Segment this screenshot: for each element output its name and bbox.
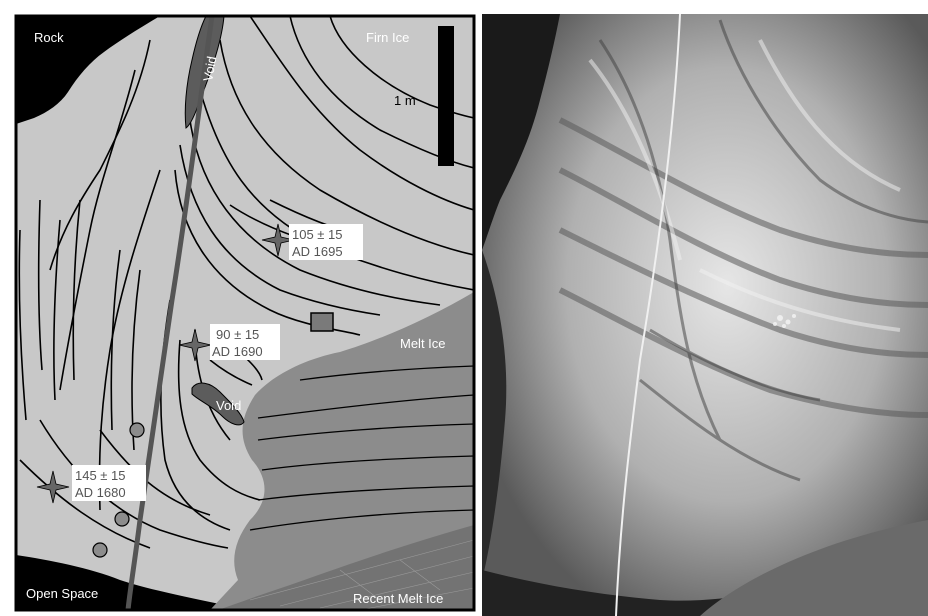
sample-age: 90 ± 15 <box>216 327 259 342</box>
sample-age: 105 ± 15 <box>292 227 343 242</box>
sample-circle <box>130 423 144 437</box>
sample-date: AD 1695 <box>292 244 343 259</box>
sample-circle <box>115 512 129 526</box>
sample-age: 145 ± 15 <box>75 468 126 483</box>
sample-site-square <box>311 313 333 331</box>
ice-cave-photo <box>482 14 928 616</box>
scale-bar <box>438 26 454 166</box>
melt-ice-label: Melt Ice <box>400 336 446 351</box>
scale-bar-label: 1 m <box>394 93 416 108</box>
sample-date: AD 1690 <box>212 344 263 359</box>
firn-ice-label: Firn Ice <box>366 30 409 45</box>
lower-void-label: Void <box>216 398 241 413</box>
recent-melt-ice-label: Recent Melt Ice <box>353 591 443 606</box>
sample-date: AD 1680 <box>75 485 126 500</box>
open-space-label: Open Space <box>26 586 98 601</box>
sample-circle <box>93 543 107 557</box>
rock-label: Rock <box>34 30 64 45</box>
